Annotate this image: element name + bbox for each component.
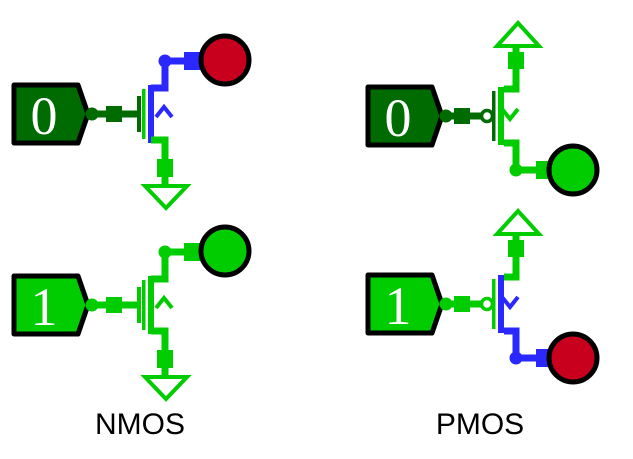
input-pin-value: 0 [385, 88, 412, 148]
circuit-nmos-input-0: 0 [11, 33, 252, 211]
wire-bead [492, 279, 496, 329]
channel-plate [148, 85, 154, 143]
channel-arrow-icon [154, 294, 174, 310]
channel-arrow-icon [500, 295, 520, 311]
wire-bead [137, 96, 141, 132]
wire-bead [106, 297, 122, 313]
channel-arrow-icon [500, 107, 520, 123]
drain-wire [504, 139, 520, 170]
output-led [198, 224, 252, 278]
input-pin[interactable] [11, 82, 91, 146]
input-pin-value: 1 [385, 276, 412, 336]
wire-bead [142, 89, 146, 139]
power-symbol-icon [492, 208, 544, 236]
output-led [546, 143, 600, 197]
input-pin-value: 1 [31, 277, 58, 337]
circuit-pmos-input-1: 1 [365, 208, 600, 385]
wire-bead [508, 52, 524, 69]
drain-wire [151, 253, 169, 283]
channel-arrow-icon [154, 103, 174, 119]
circuit-pmos-input-0: 0 [365, 20, 600, 197]
wire-bead [492, 91, 496, 141]
output-led [546, 331, 600, 385]
pmos-label: PMOS [435, 408, 525, 441]
drain-wire [151, 62, 169, 92]
pmos-bubble-icon [479, 108, 495, 124]
wire-bead [508, 240, 524, 257]
input-pin[interactable] [11, 273, 91, 337]
nmos-label: NMOS [95, 408, 185, 441]
wire-bead [137, 287, 141, 323]
wire-bead [157, 350, 173, 368]
ground-symbol-icon [140, 375, 192, 402]
input-pin-value: 0 [31, 86, 58, 146]
power-symbol-icon [492, 20, 544, 48]
drain-wire [504, 327, 520, 358]
channel-plate [498, 275, 504, 333]
output-led [198, 33, 252, 87]
channel-plate [148, 276, 154, 334]
input-pin[interactable] [365, 84, 445, 148]
ground-symbol-icon [140, 184, 192, 211]
wire-bead [142, 280, 146, 330]
wire-bead [454, 296, 470, 312]
circuit-nmos-input-1: 1 [11, 224, 252, 402]
channel-plate [498, 87, 504, 145]
input-pin[interactable] [365, 272, 445, 336]
wire-bead [454, 108, 470, 124]
wire-bead [106, 106, 122, 122]
wire-bead [157, 159, 173, 177]
pmos-bubble-icon [479, 296, 495, 312]
